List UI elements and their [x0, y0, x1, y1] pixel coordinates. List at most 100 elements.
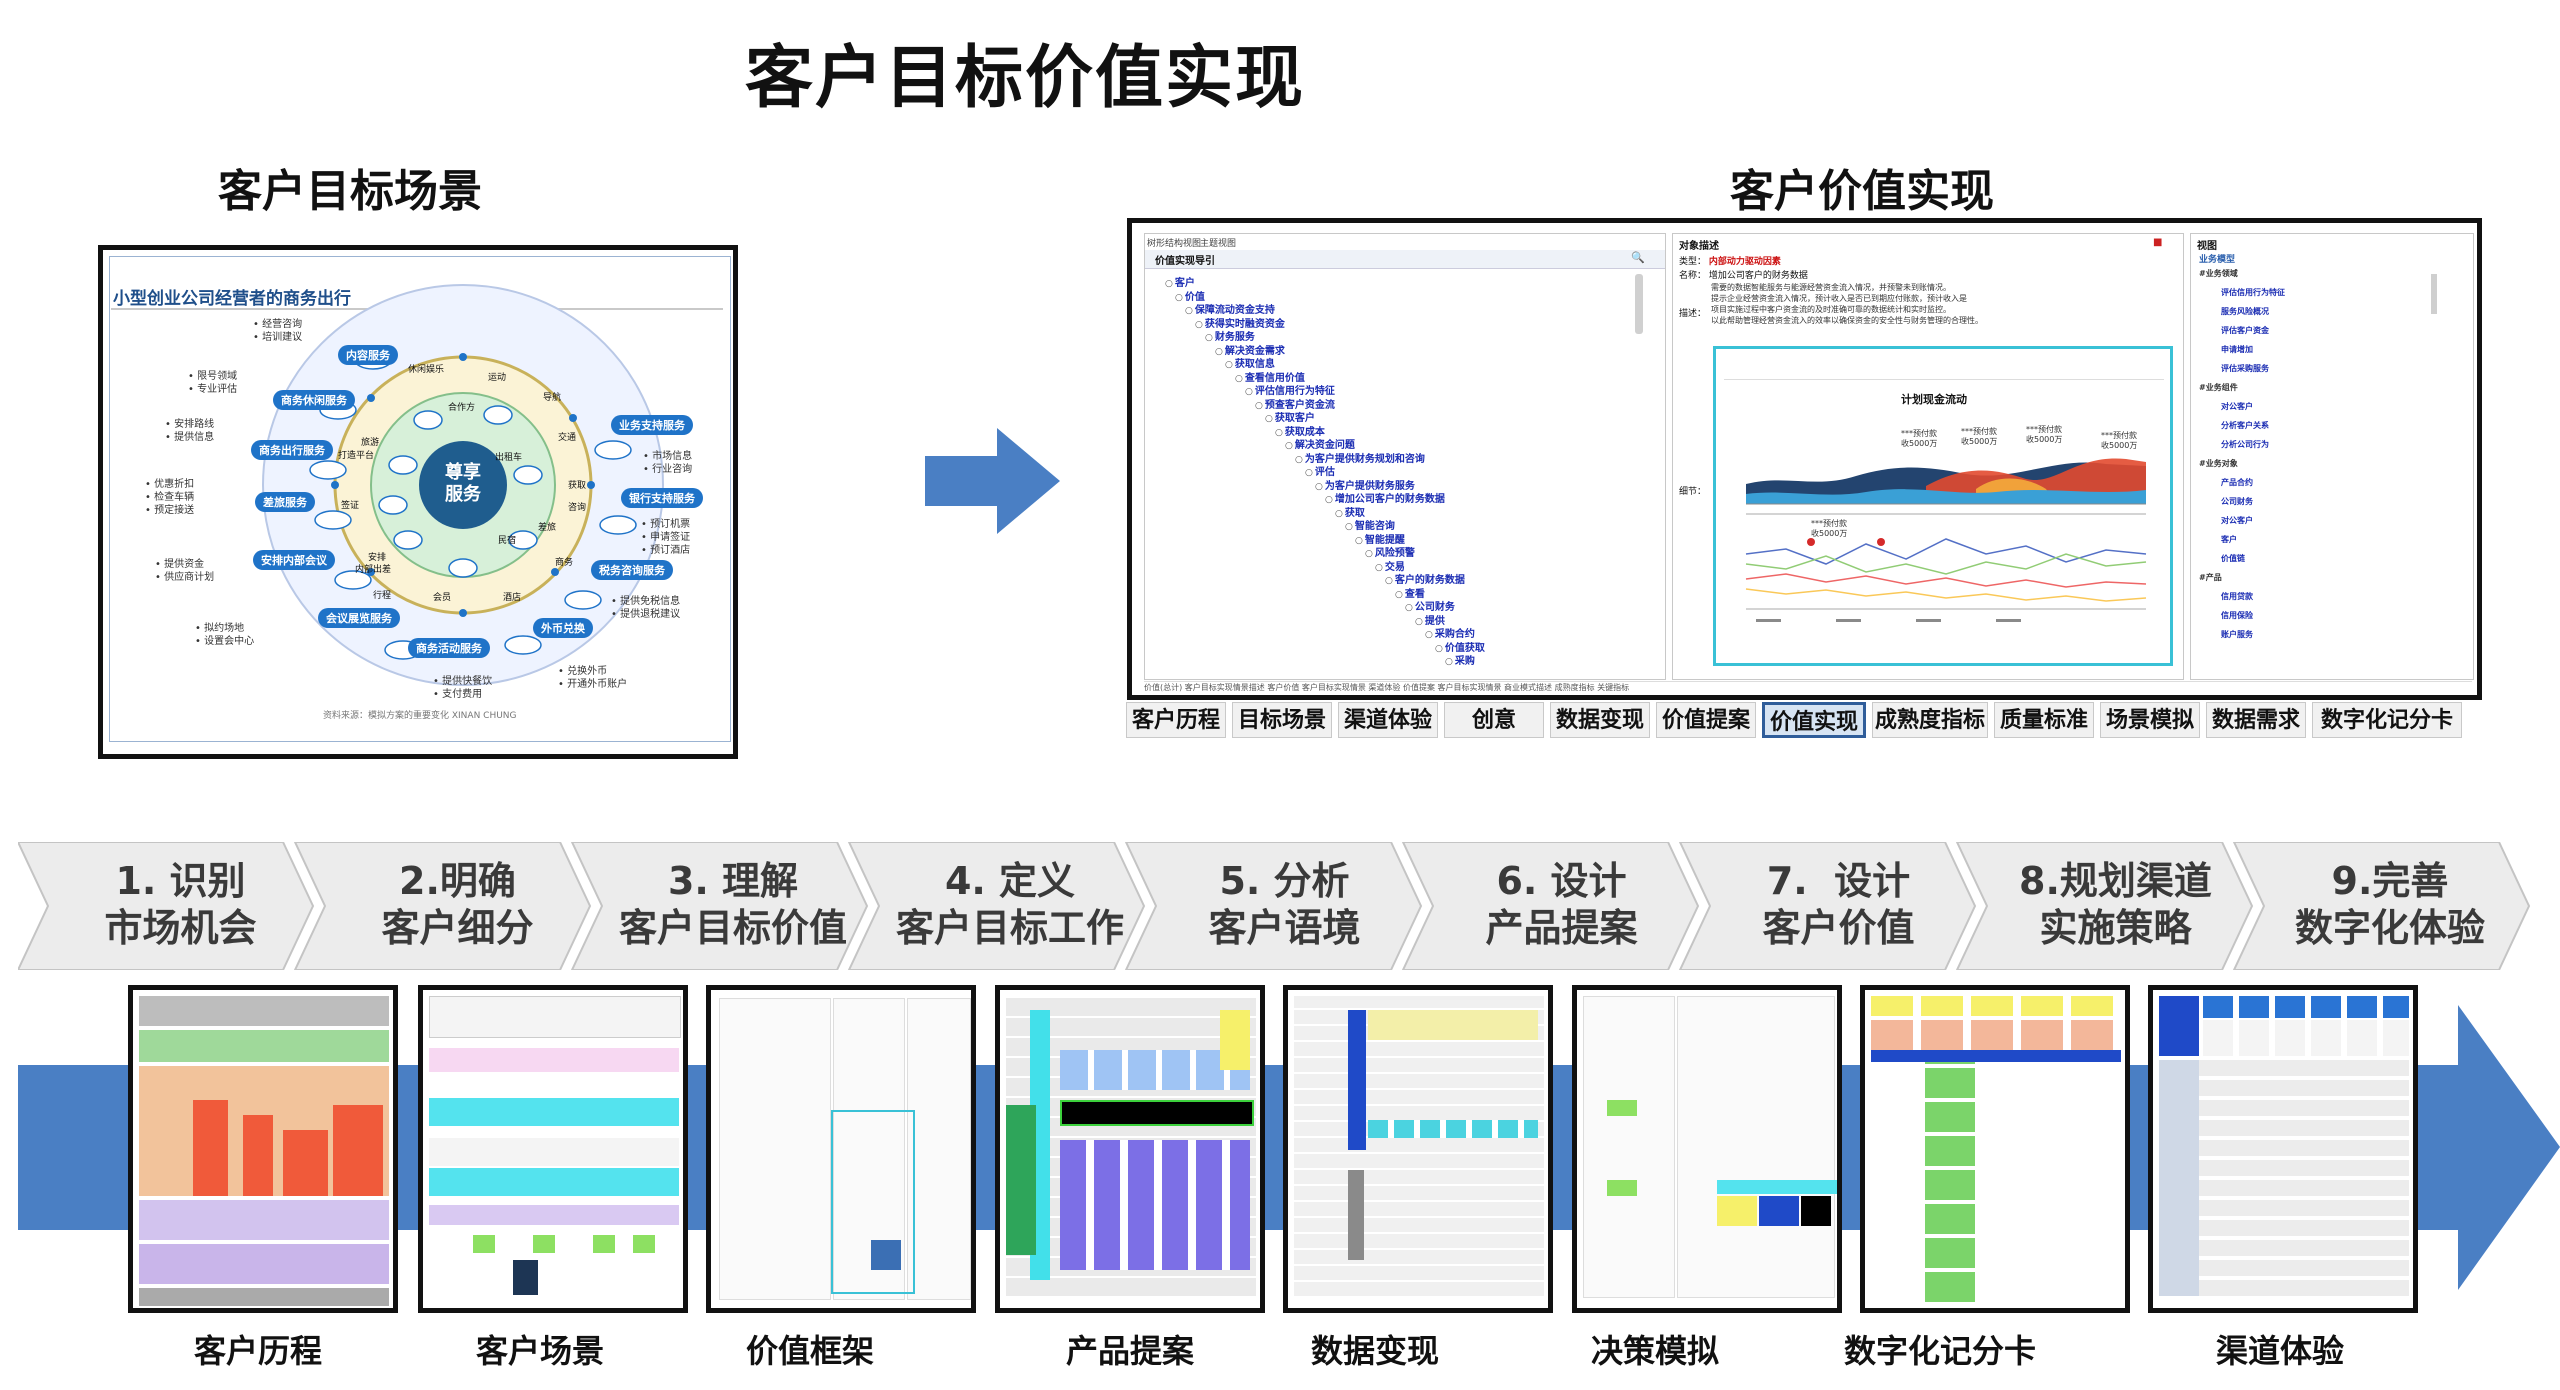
scene-slide[interactable]: 小型创业公司经营者的商务出行 尊享 服务: [98, 245, 738, 759]
view-item[interactable]: 产品合约: [2221, 478, 2253, 487]
view-item[interactable]: 账户服务: [2221, 630, 2253, 639]
tab-quality-standard[interactable]: 质量标准: [1994, 702, 2094, 738]
tab-customer-journey[interactable]: 客户历程: [1126, 702, 1226, 738]
tree-pane-tab[interactable]: 主题视图: [1200, 239, 1237, 249]
tree-node[interactable]: 解决资金问题: [1285, 436, 1355, 451]
service-pill[interactable]: 业务支持服务: [611, 415, 693, 435]
note-left: • 优惠折扣 • 检查车辆 • 预定接送: [145, 479, 195, 516]
tree-node[interactable]: 财务服务: [1205, 328, 1255, 343]
tree-node[interactable]: 风险预警: [1365, 544, 1415, 559]
thumbnail-product-proposal[interactable]: [995, 985, 1265, 1313]
object-detail-pane[interactable]: 对象描述 ■ 类型： 内部动力驱动因素 名称： 增加公司客户的财务数据 描述： …: [1672, 233, 2184, 680]
tree-pane[interactable]: 树形结构视图 主题视图 价值实现导引 🔍 客户价值保障流动资金支持获得实时融资资…: [1144, 233, 1666, 680]
tree-node[interactable]: 客户: [1165, 274, 1195, 289]
tree-pane-tab[interactable]: 树形结构视图: [1147, 239, 1202, 249]
tree-node[interactable]: 获取: [1335, 504, 1365, 519]
tree-node[interactable]: 保障流动资金支持: [1185, 301, 1275, 316]
tab-digital-scorecard[interactable]: 数字化记分卡: [2312, 702, 2462, 738]
view-item[interactable]: 信用贷款: [2221, 592, 2253, 601]
thumbnail-customer-journey[interactable]: [128, 985, 398, 1313]
view-item[interactable]: 价值链: [2221, 554, 2245, 563]
view-pane-scrollbar[interactable]: [2431, 274, 2437, 314]
view-item[interactable]: 客户: [2221, 535, 2237, 544]
view-item[interactable]: #业务领域: [2199, 269, 2238, 278]
thumbnail-digital-scorecard[interactable]: [1860, 985, 2130, 1313]
step-2-line2: 客户细分: [381, 906, 534, 950]
tree-node[interactable]: 获得实时融资资金: [1195, 315, 1285, 330]
view-item[interactable]: #业务组件: [2199, 383, 2238, 392]
view-item[interactable]: 对公客户: [2221, 516, 2253, 525]
tree-node[interactable]: 智能提醒: [1355, 531, 1405, 546]
view-item[interactable]: 对公客户: [2221, 402, 2253, 411]
tree-node[interactable]: 解决资金需求: [1215, 342, 1285, 357]
view-pane[interactable]: 视图 业务模型 #业务领域评估信用行为特征服务风险概况评估客户资金申请增加评估采…: [2190, 233, 2474, 680]
thumb-row: [1368, 1010, 1538, 1040]
tree-node[interactable]: 价值: [1175, 288, 1205, 303]
tab-data-requirement[interactable]: 数据需求: [2206, 702, 2306, 738]
tree-node[interactable]: 获取成本: [1275, 423, 1325, 438]
tree-node[interactable]: 查看: [1395, 585, 1425, 600]
view-item[interactable]: 公司财务: [2221, 497, 2253, 506]
service-pill[interactable]: 内容服务: [338, 345, 398, 365]
tab-maturity-index[interactable]: 成熟度指标: [1872, 702, 1988, 738]
cashflow-chart-card[interactable]: 计划现金流动 ***预付款 收5000万 ***预付款 收5000万 ***预付…: [1713, 346, 2173, 666]
view-item[interactable]: 服务风险概况: [2221, 307, 2269, 316]
view-item[interactable]: 信用保险: [2221, 611, 2253, 620]
view-item[interactable]: 评估采购服务: [2221, 364, 2269, 373]
tree-node[interactable]: 评估信用行为特征: [1245, 382, 1335, 397]
thumbnail-decision-simulation[interactable]: [1572, 985, 1842, 1313]
service-pill[interactable]: 税务咨询服务: [591, 560, 673, 580]
tree-node[interactable]: 提供: [1415, 612, 1445, 627]
value-realization-window[interactable]: 树形结构视图 主题视图 价值实现导引 🔍 客户价值保障流动资金支持获得实时融资资…: [1127, 218, 2482, 700]
search-icon[interactable]: 🔍: [1631, 251, 1645, 264]
tree-node[interactable]: 为客户提供财务服务: [1315, 477, 1415, 492]
view-item[interactable]: 分析公司行为: [2221, 440, 2269, 449]
tree-node[interactable]: 评估: [1305, 463, 1335, 478]
tab-channel-experience[interactable]: 渠道体验: [1338, 702, 1438, 738]
service-pill[interactable]: 银行支持服务: [621, 488, 703, 508]
tree-node[interactable]: 预查客户资金流: [1255, 396, 1335, 411]
tree-node[interactable]: 查看信用价值: [1235, 369, 1305, 384]
thumbnail-data-monetization[interactable]: [1283, 985, 1553, 1313]
tree-node[interactable]: 获取信息: [1225, 355, 1275, 370]
view-item[interactable]: 分析客户关系: [2221, 421, 2269, 430]
service-pill[interactable]: 商务活动服务: [408, 638, 490, 658]
service-pill[interactable]: 商务休闲服务: [273, 390, 355, 410]
service-pill[interactable]: 差旅服务: [255, 492, 315, 512]
tree-node[interactable]: 智能咨询: [1345, 517, 1395, 532]
tree-node[interactable]: 采购: [1445, 652, 1475, 667]
view-item[interactable]: 评估客户资金: [2221, 326, 2269, 335]
service-pill[interactable]: 安排内部会议: [253, 550, 335, 570]
tab-idea[interactable]: 创意: [1444, 702, 1544, 738]
thumb-row: [429, 1138, 679, 1166]
thumbnail-value-framework[interactable]: [706, 985, 976, 1313]
tree-node[interactable]: 为客户提供财务规划和咨询: [1295, 450, 1425, 465]
tree-node[interactable]: 增加公司客户的财务数据: [1325, 490, 1445, 505]
tab-value-realization[interactable]: 价值实现: [1762, 702, 1866, 738]
tab-target-scene[interactable]: 目标场景: [1232, 702, 1332, 738]
service-pill[interactable]: 外币兑换: [533, 618, 593, 638]
view-item[interactable]: 申请增加: [2221, 345, 2253, 354]
service-pill[interactable]: 商务出行服务: [251, 440, 333, 460]
cashflow-chart: [1745, 458, 2147, 622]
thumbnail-channel-experience[interactable]: [2148, 985, 2418, 1313]
tree-node[interactable]: 获取客户: [1265, 409, 1315, 424]
thumb-box: [1607, 1100, 1637, 1116]
view-pane-section: 业务模型: [2199, 255, 2236, 265]
service-pill[interactable]: 会议展览服务: [318, 608, 400, 628]
view-item[interactable]: #产品: [2199, 573, 2222, 582]
thumb-box: [633, 1235, 655, 1253]
tree-node[interactable]: 客户的财务数据: [1385, 571, 1465, 586]
view-item[interactable]: 评估信用行为特征: [2221, 288, 2285, 297]
view-item[interactable]: #业务对象: [2199, 459, 2238, 468]
tree-scrollbar[interactable]: [1635, 274, 1643, 334]
ring-word: 休闲娱乐: [408, 365, 445, 375]
tree-node[interactable]: 采购合约: [1425, 625, 1475, 640]
tree-node[interactable]: 价值获取: [1435, 639, 1485, 654]
tab-value-proposition[interactable]: 价值提案: [1656, 702, 1756, 738]
tree-node[interactable]: 公司财务: [1405, 598, 1455, 613]
thumbnail-customer-scene[interactable]: [418, 985, 688, 1313]
tab-scenario-simulation[interactable]: 场景模拟: [2100, 702, 2200, 738]
tab-data-monetization[interactable]: 数据变现: [1550, 702, 1650, 738]
tree-node[interactable]: 交易: [1375, 558, 1405, 573]
